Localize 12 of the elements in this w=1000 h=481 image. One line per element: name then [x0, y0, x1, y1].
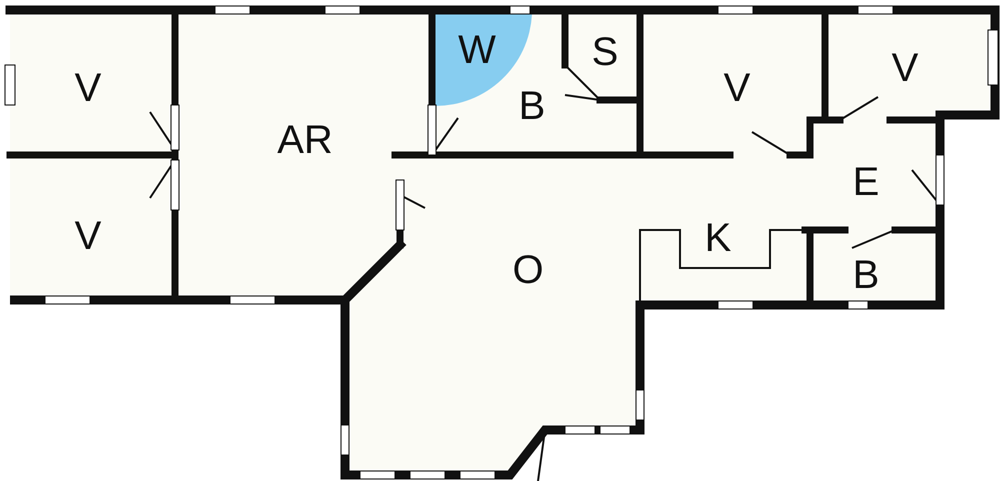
room-label: V: [74, 216, 102, 256]
room-label: W: [458, 30, 496, 70]
room-label: E: [852, 162, 880, 202]
room-label: V: [724, 68, 750, 108]
room-label: O: [512, 250, 544, 290]
room-label: K: [704, 218, 732, 258]
room-label: V: [74, 68, 102, 108]
room-label: B: [852, 255, 880, 295]
room-label: S: [592, 32, 618, 72]
room-label: V: [892, 48, 918, 88]
room-label: AR: [277, 120, 333, 160]
room-label: B: [518, 86, 546, 126]
